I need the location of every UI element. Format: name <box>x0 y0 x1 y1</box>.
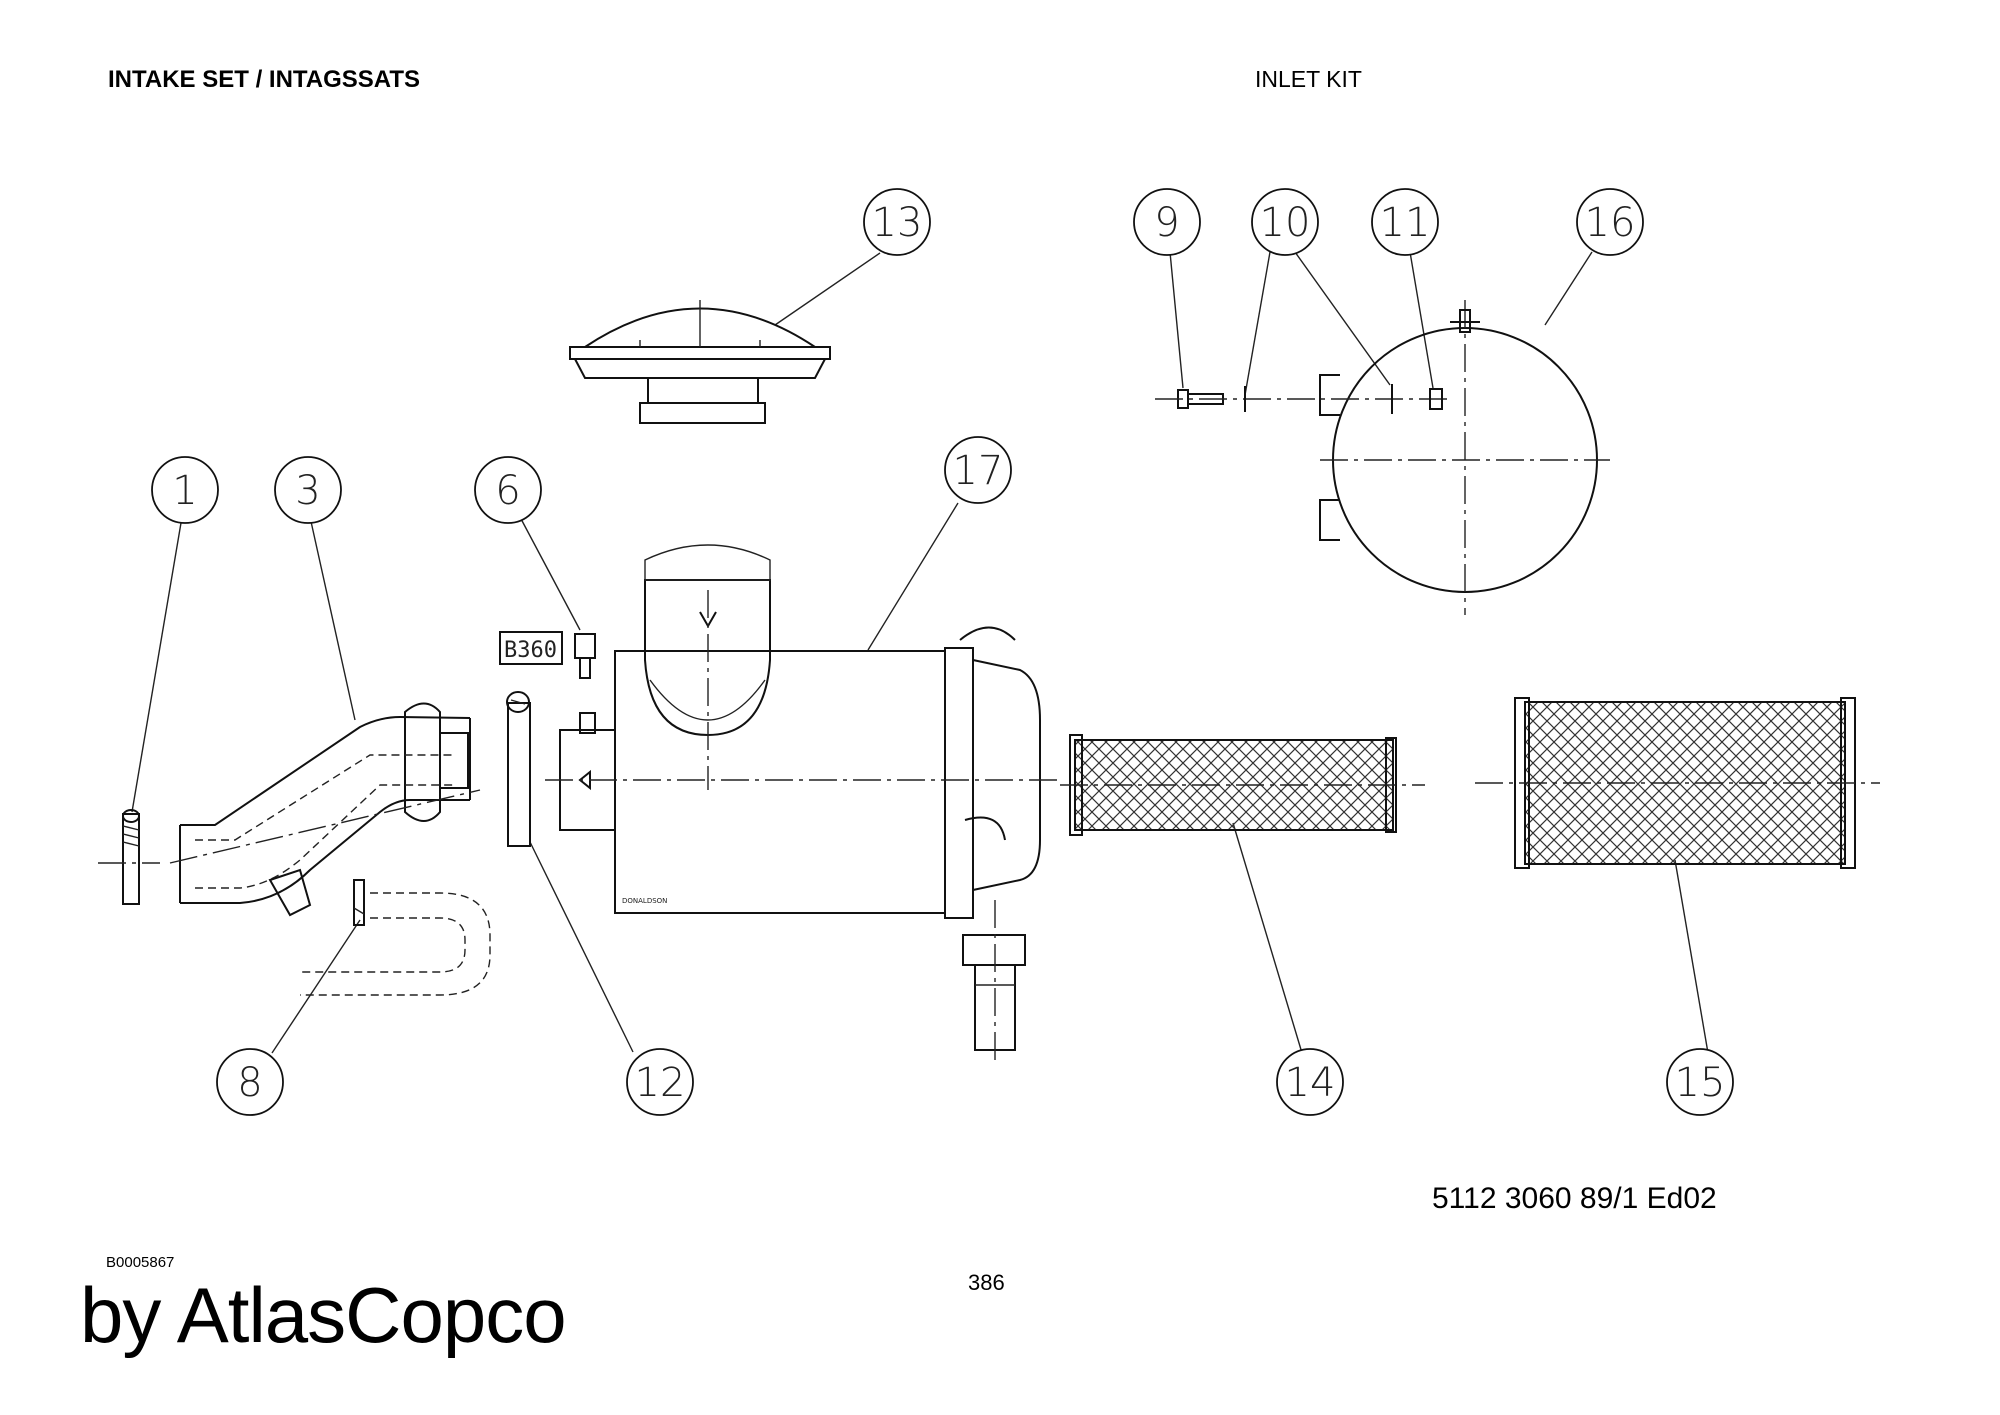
image-code: B0005867 <box>106 1254 175 1271</box>
part-3-elbow-pipe <box>169 702 481 917</box>
part-12-hose-clamp <box>506 691 531 847</box>
callouts: 1 3 6 8 9 10 11 12 <box>151 188 1734 1116</box>
part-9-bolt <box>1155 389 1450 409</box>
svg-text:14: 14 <box>1285 1060 1336 1106</box>
part-15-outer-filter <box>1475 697 1880 869</box>
part-17-filter-housing: DONALDSON <box>545 544 1060 1065</box>
svg-text:10: 10 <box>1260 200 1311 246</box>
callout-10: 10 <box>1251 188 1319 256</box>
svg-text:11: 11 <box>1380 200 1431 246</box>
leader-lines <box>131 251 1709 1054</box>
callout-6: 6 <box>474 456 542 524</box>
callout-8: 8 <box>216 1048 284 1116</box>
callout-11: 11 <box>1371 188 1439 256</box>
callout-14: 14 <box>1276 1048 1344 1116</box>
callout-17: 17 <box>944 436 1012 504</box>
svg-text:8: 8 <box>237 1060 262 1106</box>
part-6-sensor: B360 <box>499 631 596 679</box>
callout-9: 9 <box>1133 188 1201 256</box>
svg-text:17: 17 <box>953 448 1004 494</box>
svg-text:15: 15 <box>1675 1060 1726 1106</box>
callout-12: 12 <box>626 1048 694 1116</box>
part-1-clamp <box>98 809 160 905</box>
svg-text:1: 1 <box>172 468 197 514</box>
callout-15: 15 <box>1666 1048 1734 1116</box>
svg-text:16: 16 <box>1585 200 1636 246</box>
page-subtitle: INLET KIT <box>1255 66 1362 92</box>
svg-text:6: 6 <box>495 468 520 514</box>
sensor-tag-label: B360 <box>504 638 557 663</box>
svg-text:12: 12 <box>635 1060 686 1106</box>
part-8-hose <box>300 879 491 996</box>
callout-16: 16 <box>1576 188 1644 256</box>
part-13-rain-cap <box>569 300 831 424</box>
page-number: 386 <box>968 1270 1005 1295</box>
callout-13: 13 <box>863 188 931 256</box>
part-10-washer <box>1244 384 1393 414</box>
svg-text:9: 9 <box>1154 200 1179 246</box>
brand-watermark: by AtlasCopco <box>80 1271 567 1359</box>
callout-1: 1 <box>151 456 219 524</box>
part-11-nut <box>1429 388 1443 410</box>
callout-3: 3 <box>274 456 342 524</box>
housing-label: DONALDSON <box>622 897 667 905</box>
document-number: 5112 3060 89/1 Ed02 <box>1432 1182 1717 1215</box>
part-16-band-clamp <box>1319 300 1610 615</box>
svg-text:3: 3 <box>295 468 320 514</box>
svg-text:13: 13 <box>872 200 923 246</box>
part-14-inner-filter <box>1060 734 1425 836</box>
page-title: INTAKE SET / INTAGSSATS <box>108 66 421 93</box>
